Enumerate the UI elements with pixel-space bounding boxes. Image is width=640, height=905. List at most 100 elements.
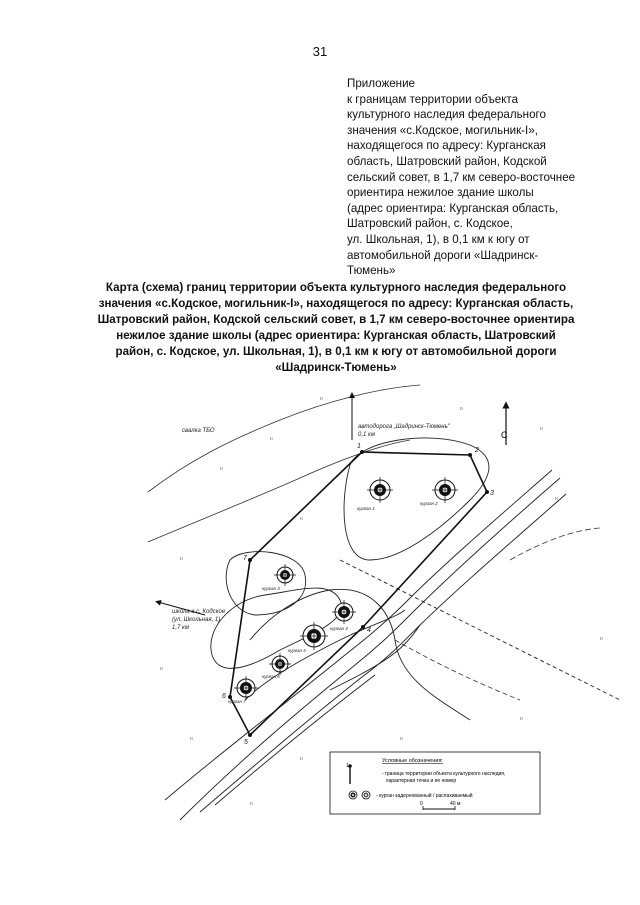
appendix-line: к границам территории объекта (347, 92, 519, 106)
scale-value: 40 м (450, 801, 461, 807)
legend-title: Условные обозначения: (382, 758, 443, 764)
appendix-line: (адрес ориентира: Курганская область, (347, 201, 559, 215)
grass-mark: ıı (160, 666, 163, 672)
title-line: нежилое здание школы (адрес ориентира: К… (116, 329, 556, 342)
road-dash (339, 559, 621, 701)
appendix-line: область, Шатровский район, Кодской (347, 154, 547, 168)
terrain-contour (147, 384, 421, 493)
terrain-contour (147, 439, 411, 543)
legend: Условные обозначения: 1 - граница террит… (329, 751, 541, 815)
boundary-point (248, 558, 252, 562)
road-line (329, 624, 421, 691)
point-number: 4 (367, 627, 371, 634)
kurgan-symbol (269, 653, 291, 675)
north-arrow: С (501, 401, 510, 445)
site-map: 1 2 3 4 5 6 7 (147, 384, 621, 821)
appendix-line: значения «с.Кодское, могильник-I», (347, 123, 538, 137)
terrain-contour (394, 639, 521, 701)
road-line (199, 493, 567, 813)
grass-marks: ıı ıı ıı ıı ıı ıı ıı ıı ıı ıı ıı ıı ıı ı… (160, 396, 603, 807)
point-number: 2 (474, 447, 479, 454)
kurgan-label: курган 4 (330, 626, 348, 631)
legend-boundary-text: - граница территории объекта культурного… (382, 771, 505, 777)
boundary-point (360, 450, 364, 454)
road-curve (244, 609, 406, 701)
boundary-point (361, 625, 365, 629)
kurgan-label: курган 3 (262, 586, 280, 591)
title-line: значения «с.Кодское, могильник-I», наход… (98, 297, 574, 310)
point-number: 1 (357, 443, 361, 450)
terrain-oval (225, 551, 307, 616)
school-pointer (155, 599, 206, 616)
grass-mark: ıı (555, 496, 558, 502)
appendix-line: Приложение (347, 77, 416, 90)
grass-mark: ıı (540, 426, 543, 432)
road-line (179, 477, 561, 821)
grass-mark: ıı (320, 396, 323, 402)
kurgan-symbol (367, 477, 393, 503)
title-line: Карта (схема) границ территории объекта … (105, 281, 567, 294)
title-line: «Шадринск-Тюмень» (275, 361, 397, 374)
legend-kurgan-icon (361, 790, 371, 800)
scale-zero: 0 (420, 801, 423, 807)
point-number: 7 (243, 555, 248, 562)
school-label: школа в с. Кодское (172, 609, 226, 615)
legend-kurgan-text: - курган задернованный / распахиваемый (376, 792, 473, 799)
terrain-contour (509, 527, 601, 561)
school-distance: 1,7 км (172, 625, 189, 631)
point-number: 6 (222, 693, 226, 700)
boundary-point (228, 695, 232, 699)
appendix-note: Приложение к границам территории объекта… (347, 76, 597, 279)
road-label: автодорога „Шадринск-Тюмень" (358, 424, 451, 430)
appendix-line: сельский совет, в 1,7 км северо-восточне… (347, 170, 576, 184)
legend-kurgan-icon (348, 790, 358, 800)
grass-mark: ıı (250, 801, 253, 807)
grass-mark: ıı (520, 716, 523, 722)
point-numbers: 1 2 3 4 5 6 7 (222, 443, 494, 746)
kurgan-label: курган 2 (420, 501, 438, 506)
grass-mark: ıı (270, 436, 273, 442)
boundary-points (228, 450, 489, 737)
road-band (164, 469, 621, 821)
boundary-point (248, 733, 252, 737)
terrain-lines (147, 384, 601, 701)
legend-point-number: 1 (346, 763, 349, 769)
dump-label: свалка ТБО (182, 428, 215, 434)
grass-mark: ıı (460, 406, 463, 412)
kurgan-symbol (332, 600, 356, 624)
grass-mark: ıı (190, 736, 193, 742)
title-line: Шатровский район, Кодской сельский совет… (97, 313, 575, 326)
appendix-line: находящегося по адресу: Курганская (347, 139, 546, 153)
appendix-line: ул. Школьная, 1), в 0,1 км к югу от (347, 232, 530, 246)
road-line (214, 674, 376, 806)
kurgan-symbol (432, 477, 458, 503)
appendix-line: Тюмень» (347, 264, 396, 278)
legend-boundary-text: характерная точка и ее номер (386, 778, 456, 784)
grass-mark: ıı (600, 636, 603, 642)
legend-boundary-point (348, 764, 352, 768)
road-line (164, 469, 553, 801)
kurgan-label: курган 6 (262, 674, 280, 679)
grass-mark: ıı (400, 736, 403, 742)
road-distance: 0,1 км (358, 432, 375, 438)
point-number: 3 (490, 490, 494, 497)
boundary-point (468, 453, 472, 457)
point-number: 5 (244, 739, 248, 746)
kurgan-symbol (234, 676, 258, 700)
kurgan-label: курган 7 (228, 699, 246, 704)
grass-mark: ıı (300, 756, 303, 762)
grass-mark: ıı (220, 466, 223, 472)
title-line: район, с. Кодское, ул. Школьная, 1), в 0… (115, 345, 557, 358)
kurgan-symbol (274, 564, 296, 586)
terrain-ovals (210, 437, 490, 669)
boundary-line (229, 451, 488, 737)
kurgan-label: курган 5 (288, 648, 306, 653)
grass-mark: ıı (300, 516, 303, 522)
boundary-point (485, 490, 489, 494)
appendix-line: Шатровский район, с. Кодское, (347, 217, 513, 231)
terrain-oval (343, 437, 490, 561)
kurgan-label: курган 1 (357, 506, 375, 511)
grass-mark: ıı (180, 556, 183, 562)
kurgans (234, 477, 458, 700)
north-symbol: С (501, 430, 508, 440)
